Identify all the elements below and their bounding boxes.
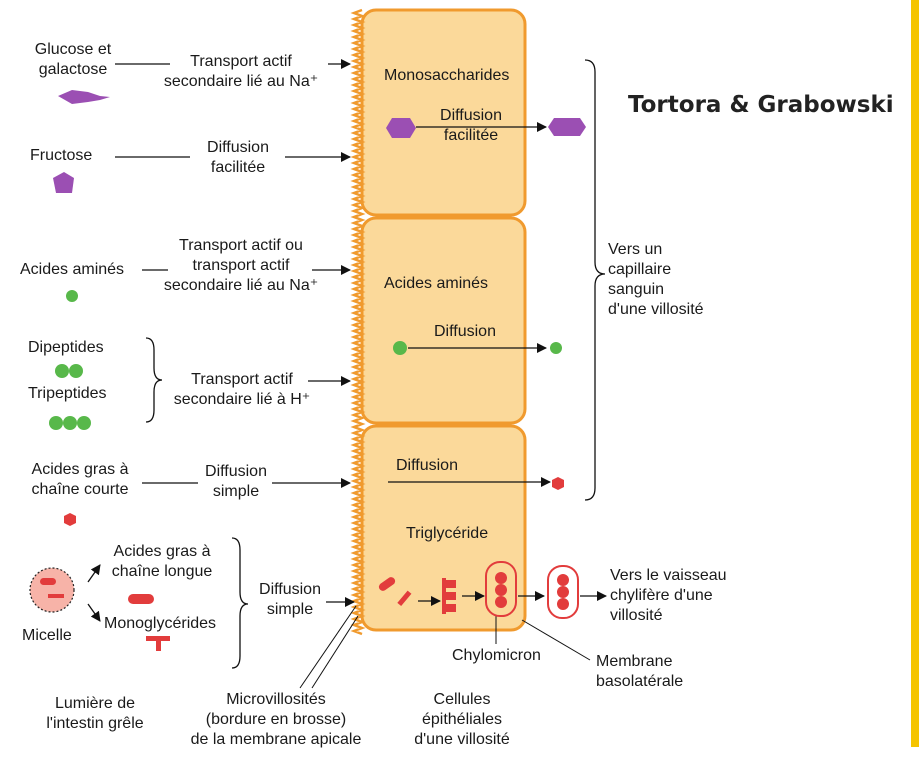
amino-molecule — [66, 290, 78, 302]
short-fatty-molecule — [64, 513, 76, 526]
tripeptide-1 — [49, 416, 63, 430]
chylomicron-label: Chylomicron — [452, 646, 541, 666]
microvilli-label: Microvillosités(bordure en brosse)de la … — [178, 690, 374, 750]
micelle-label: Micelle — [22, 626, 72, 646]
edge-accent-bar — [911, 0, 919, 747]
amino-molecule-out — [550, 342, 562, 354]
cell-amino-acids — [362, 218, 525, 423]
credit-title: Tortora & Grabowski — [628, 92, 894, 118]
amino-molecule-cell — [393, 341, 407, 355]
fructose-label: Fructose — [30, 146, 92, 166]
micelle-arrow-up — [88, 565, 100, 582]
long-fatty-molecule — [128, 594, 154, 604]
cell-amino-label: Acides aminés — [384, 274, 488, 294]
micelle-fatty — [40, 578, 56, 585]
chylomicron-cell — [486, 562, 516, 616]
tripeptide-2 — [63, 416, 77, 430]
microvilli-leader-2 — [312, 616, 358, 688]
tripeptide-3 — [77, 416, 91, 430]
monoglycerides-label: Monoglycérides — [104, 614, 216, 634]
glucose-molecule — [58, 90, 110, 104]
chylomicron-out — [548, 566, 578, 618]
monoglyceride-molecule — [146, 636, 170, 651]
lipid-brace — [232, 538, 248, 668]
amino-label: Acides aminés — [20, 260, 124, 280]
triglyceride-molecule — [442, 578, 456, 614]
dipeptide-2 — [69, 364, 83, 378]
fatty-diffusion-label: Diffusion — [396, 456, 458, 476]
mono-molecule-out — [548, 118, 586, 136]
tripeptides-label: Tripeptides — [28, 384, 107, 404]
micelle-mono — [48, 594, 64, 598]
mono-molecule-cell — [386, 118, 416, 138]
amino-diffusion-label: Diffusion — [434, 322, 496, 342]
fructose-molecule — [53, 172, 74, 193]
dipeptide-1 — [55, 364, 69, 378]
short-fatty-cell-out — [552, 477, 564, 490]
micelle-arrow-down — [88, 604, 100, 621]
triglyceride-label: Triglycéride — [406, 524, 488, 544]
monosaccharides-label: Monosaccharides — [384, 66, 509, 86]
capillary-brace — [585, 60, 605, 500]
micelle-outer — [30, 568, 74, 612]
dipeptides-label: Dipeptides — [28, 338, 104, 358]
